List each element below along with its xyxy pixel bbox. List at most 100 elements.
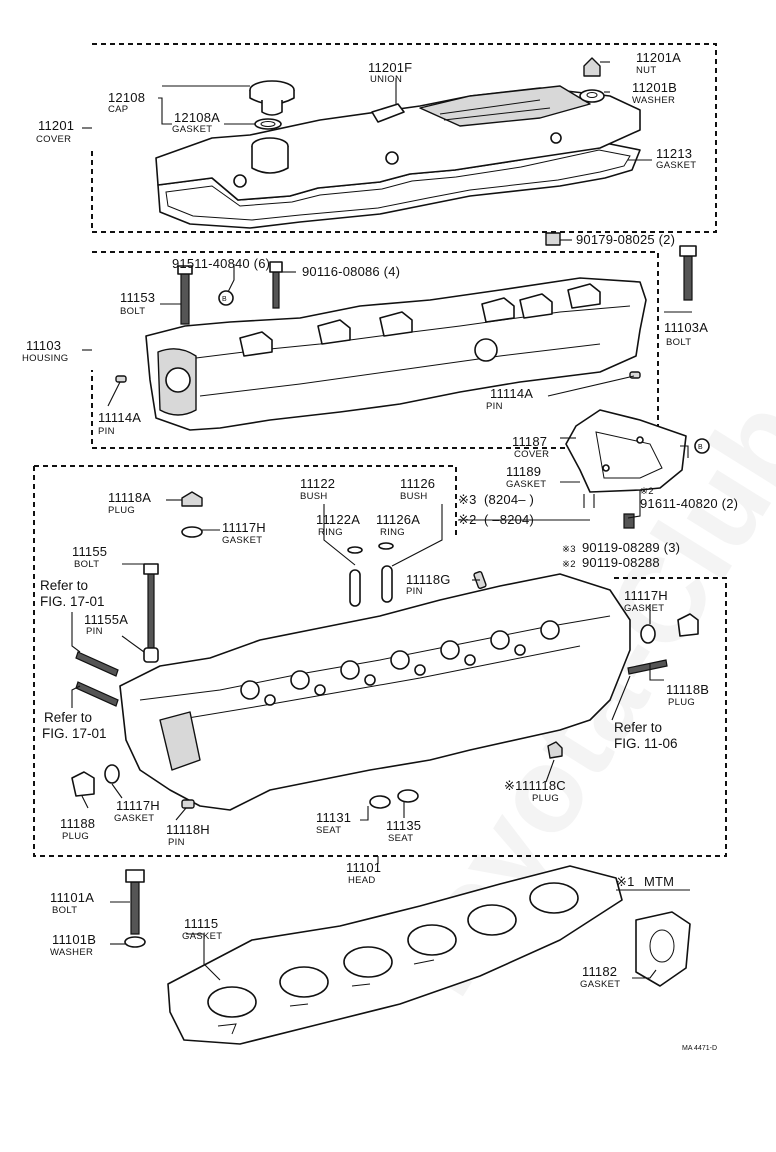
cylinder-head-drawing xyxy=(71,491,699,948)
code2-text: ( –8204) xyxy=(484,512,534,527)
b-callouts: B B xyxy=(218,290,710,454)
label-90116: 90116-08086 (4) xyxy=(302,264,400,279)
sublabel-11126A: RING xyxy=(380,527,405,538)
label-11101: 11101 xyxy=(346,860,381,875)
sublabel-11115: GASKET xyxy=(182,931,222,942)
sublabel-11117H-top: GASKET xyxy=(222,535,262,546)
sublabel-11182: GASKET xyxy=(580,979,620,990)
sublabel-11118G: PIN xyxy=(406,586,423,597)
label-11135: 11135 xyxy=(386,818,421,833)
label-11188: 11188 xyxy=(60,816,95,831)
sublabel-11117H-right: GASKET xyxy=(624,603,664,614)
housing-body-shape xyxy=(145,277,647,431)
mark-91611: ※2 xyxy=(640,486,654,497)
label-11117H-left: 11117H xyxy=(116,798,160,813)
label-11155A: 11155A xyxy=(84,612,128,627)
sublabel-11187: COVER xyxy=(514,449,549,460)
code1-text: MTM xyxy=(644,874,674,889)
label-11122A: 11122A xyxy=(316,512,360,527)
sublabel-11213: GASKET xyxy=(656,160,696,171)
sublabel-11118C: PLUG xyxy=(532,793,559,804)
label-11122: 11122 xyxy=(300,476,335,491)
sublabel-11135: SEAT xyxy=(388,833,413,844)
label-11201B: 11201B xyxy=(632,80,677,95)
ref-1106-line1: Refer to xyxy=(614,720,662,735)
ref-1701-bottom-line1: Refer to xyxy=(44,710,92,725)
footer-code: MA 4471-D xyxy=(682,1045,717,1052)
label-11101A: 11101A xyxy=(50,890,94,905)
sublabel-11201A: NUT xyxy=(636,65,656,76)
label-11117H-top: 11117H xyxy=(222,520,266,535)
camshaft-housing-drawing xyxy=(115,232,697,431)
callout-b-housing-letter: B xyxy=(222,296,227,303)
label-11118A: 11118A xyxy=(108,490,151,505)
label-11114A-right: 11114A xyxy=(490,386,533,401)
sublabel-11153: BOLT xyxy=(120,306,145,317)
label-11201: 11201 xyxy=(38,118,74,133)
sublabel-11201B: WASHER xyxy=(632,95,675,106)
code2-mark: ※2 xyxy=(458,512,477,527)
sublabel-11122: BUSH xyxy=(300,491,328,502)
sublabel-11155: BOLT xyxy=(74,559,99,570)
mark-11118C: ※1 xyxy=(504,778,523,793)
label-11187: 11187 xyxy=(512,434,547,449)
code3-mark: ※3 xyxy=(458,492,477,507)
sublabel-11131: SEAT xyxy=(316,825,341,836)
label-11155: 11155 xyxy=(72,544,107,559)
label-11213: 11213 xyxy=(656,146,692,161)
cylinder-head-cover-drawing xyxy=(155,57,641,229)
label-11189: 11189 xyxy=(506,464,541,479)
cover-group-frame xyxy=(91,43,717,233)
leader-lines xyxy=(71,61,692,981)
bush-group-frame xyxy=(34,465,457,538)
ref-1701-top-line2: FIG. 17-01 xyxy=(40,594,105,609)
cam-cover-drawing xyxy=(565,409,687,529)
part-labels: 11201 COVER 12108 CAP 12108A GASKET 1120… xyxy=(22,50,738,1052)
label-11101B: 11101B xyxy=(52,932,96,947)
fastener2-text: 90119-08288 xyxy=(582,555,660,570)
head-group-frame-left xyxy=(33,466,727,857)
sublabel-12108: CAP xyxy=(108,104,128,115)
label-12108A: 12108A xyxy=(174,110,220,125)
label-11126: 11126 xyxy=(400,476,435,491)
label-11118G: 11118G xyxy=(406,572,451,587)
label-90179: 90179-08025 (2) xyxy=(576,232,675,247)
sublabel-11201F: UNION xyxy=(370,74,402,85)
code1-mark: ※1 xyxy=(616,874,635,889)
sublabel-11101B: WASHER xyxy=(50,947,93,958)
label-11114A-left: 11114A xyxy=(98,410,141,425)
sublabel-11188: PLUG xyxy=(62,831,89,842)
label-11118H: 11118H xyxy=(166,822,210,837)
label-91611: 91611-40820 (2) xyxy=(640,496,738,511)
label-11131: 11131 xyxy=(316,810,351,825)
label-11153: 11153 xyxy=(120,290,155,305)
code3-text: (8204– ) xyxy=(484,492,534,507)
fastener2-mark: ※2 xyxy=(562,559,576,570)
label-11201F: 11201F xyxy=(368,60,412,75)
sublabel-11126: BUSH xyxy=(400,491,428,502)
sublabel-11189: GASKET xyxy=(506,479,546,490)
sublabel-11118A: PLUG xyxy=(108,505,135,516)
sublabel-11118H: PIN xyxy=(168,837,185,848)
ref-1701-bottom-line2: FIG. 17-01 xyxy=(42,726,107,741)
label-12108: 12108 xyxy=(108,90,145,105)
callout-b-cover-letter: B xyxy=(698,444,703,451)
sublabel-11118B: PLUG xyxy=(668,697,695,708)
label-11201A: 11201A xyxy=(636,50,681,65)
sublabel-12108A: GASKET xyxy=(172,124,212,135)
sublabel-11122A: RING xyxy=(318,527,343,538)
sublabel-11103A: BOLT xyxy=(666,337,691,348)
label-11117H-right: 11117H xyxy=(624,588,668,603)
label-11118C: 11118C xyxy=(522,778,566,793)
ref-1701-top-line1: Refer to xyxy=(40,578,88,593)
housing-group-frame xyxy=(91,251,659,449)
sublabel-11155A: PIN xyxy=(86,626,103,637)
label-11103: 11103 xyxy=(26,338,61,353)
ref-1106-line2: FIG. 11-06 xyxy=(614,736,678,751)
label-11118B: 11118B xyxy=(666,682,709,697)
fastener1-mark: ※3 xyxy=(562,544,576,555)
head-gasket-drawing xyxy=(167,865,691,1045)
fastener1-text: 90119-08289 (3) xyxy=(582,540,680,555)
sublabel-11114A-left: PIN xyxy=(98,426,115,437)
